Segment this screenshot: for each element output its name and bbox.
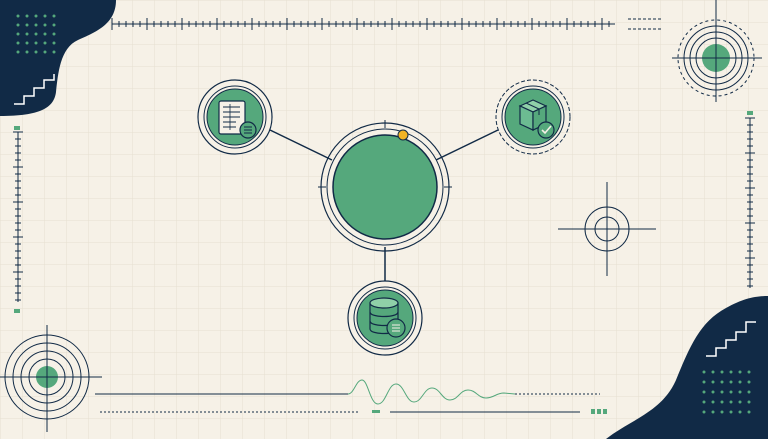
top-ruler [111,18,615,30]
grid-dot [25,14,29,18]
grid-dot [25,23,29,27]
grid-dot [711,410,715,414]
grid-dot [52,14,56,18]
grid-dot [720,370,724,374]
grid-dot [711,400,715,404]
database-list-icon [369,297,406,338]
bottom-left-target [0,325,102,432]
grid-dot [747,380,751,384]
right-ruler-marker [747,111,753,115]
grid-dot [747,410,751,414]
grid-dot [34,23,38,27]
grid-dot [738,370,742,374]
grid-dot [702,390,706,394]
satellite-document [197,79,273,155]
grid-dot [738,390,742,394]
grid-dot [52,23,56,27]
grid-dot [43,14,47,18]
grid-dot [738,400,742,404]
top-left-corner-blob [0,0,116,116]
grid-dot [43,32,47,36]
bottom-lines [95,379,607,414]
package-check-icon [518,99,555,139]
grid-dot [43,23,47,27]
grid-dot [729,390,733,394]
left-ruler [13,131,23,302]
document-list-icon [218,100,257,139]
bottom-right-corner-blob [606,296,768,439]
grid-dot [720,410,724,414]
satellite-package [495,79,571,155]
grid-dot [16,50,20,54]
grid-dot [747,390,751,394]
stairs-icon [14,74,55,105]
grid-dot [702,370,706,374]
grid-dot [747,370,751,374]
grid-dot [738,380,742,384]
wave-line [347,379,516,405]
grid-dot [729,370,733,374]
top-right-dashes [628,18,662,30]
grid-dot [16,23,20,27]
grid-dot [720,390,724,394]
grid-dot [25,50,29,54]
grid-dot [34,50,38,54]
crosshair [558,182,656,276]
grid-dot [702,400,706,404]
grid-dot [16,14,20,18]
grid-dot [34,41,38,45]
grid-dot [43,41,47,45]
grid-dot [729,410,733,414]
right-ruler [745,117,755,288]
grid-dot [52,50,56,54]
stairs-icon [706,321,756,357]
grid-dot [52,32,56,36]
grid-dot [25,32,29,36]
left-ruler-marker-bottom [14,309,20,313]
grid-dot [729,400,733,404]
grid-dot [702,410,706,414]
grid-dot [43,50,47,54]
hub-node [318,120,452,252]
grid-dot [711,370,715,374]
grid-dot [720,400,724,404]
connectors [269,129,499,283]
grid-dot [747,400,751,404]
grid-dot [52,41,56,45]
grid-dot [702,380,706,384]
grid-dot [25,41,29,45]
top-right-target [672,0,762,102]
grid-dot [34,32,38,36]
grid-dot [711,390,715,394]
grid-dot [34,14,38,18]
grid-dot [738,410,742,414]
grid-dot [16,41,20,45]
grid-dot [16,32,20,36]
grid-dot [729,380,733,384]
grid-dot [711,380,715,384]
grid-dot [720,380,724,384]
left-ruler-marker-top [14,126,20,130]
amber-dot [397,129,409,141]
satellite-database [347,280,423,356]
